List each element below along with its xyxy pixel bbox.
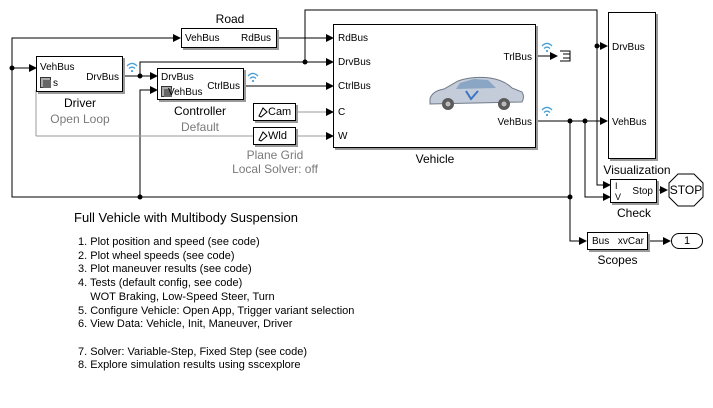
world-label: Wld xyxy=(268,130,287,142)
vehicle-in-rdbus: RdBus xyxy=(338,33,369,44)
note-line[interactable]: 3. Plot maneuver results (see code) xyxy=(78,263,252,276)
scopes-title: Scopes xyxy=(597,253,638,267)
visualization-in1: DrvBus xyxy=(612,42,645,53)
stop-block[interactable]: STOP xyxy=(668,173,704,207)
camera-label: Cam xyxy=(268,106,292,118)
wireless-signal-icon xyxy=(126,62,138,72)
vehicle-title: Vehicle xyxy=(415,152,455,166)
vehicle-in-ctrlbus: CtrlBus xyxy=(338,81,371,92)
controller-out-port: CtrlBus xyxy=(207,81,240,92)
note-line[interactable]: 5. Configure Vehicle: Open App, Trigger … xyxy=(78,304,355,317)
world-icon xyxy=(258,131,268,142)
wireless-signal-icon xyxy=(541,106,553,116)
driver-out-port: DrvBus xyxy=(86,72,119,83)
driver-in-port: VehBus xyxy=(40,62,75,73)
note-line[interactable]: 6. View Data: Vehicle, Init, Maneuver, D… xyxy=(78,318,293,331)
visualization-title: Visualization xyxy=(603,163,671,177)
controller-in2-port: VehBus xyxy=(168,87,203,98)
outport-label: 1 xyxy=(683,235,691,247)
driver-in2-port: s xyxy=(53,78,58,89)
camera-icon xyxy=(258,107,268,118)
note-line[interactable]: 4. Tests (default config, see code) xyxy=(78,277,243,290)
wireless-signal-icon xyxy=(541,42,553,52)
road-title: Road xyxy=(215,12,245,26)
vehicle-in-c: C xyxy=(338,107,346,118)
note-line[interactable]: 7. Solver: Variable-Step, Fixed Step (se… xyxy=(78,345,308,358)
stop-label: STOP xyxy=(670,183,702,197)
subsystem-icon xyxy=(161,86,172,97)
note-line[interactable]: 1. Plot position and speed (see code) xyxy=(78,236,260,248)
check-title: Check xyxy=(616,206,651,220)
notes-list: 1. Plot position and speed (see code) 2.… xyxy=(78,236,354,373)
vehicle-out-trlbus: TrlBus xyxy=(503,52,532,63)
road-out-port: RdBus xyxy=(240,33,271,44)
scopes-block[interactable]: Bus xvCar xyxy=(587,232,648,250)
world-subtitle-2: Local Solver: off xyxy=(232,162,318,176)
controller-title: Controller xyxy=(173,104,227,118)
road-block[interactable]: VehBus RdBus xyxy=(181,28,277,48)
note-line-spacer xyxy=(78,332,354,346)
controller-block[interactable]: DrvBus VehBus CtrlBus xyxy=(157,68,244,100)
terminator-icon[interactable] xyxy=(558,50,572,62)
subsystem-icon xyxy=(40,77,51,88)
scopes-out: xvCar xyxy=(617,236,644,247)
vehicle-block[interactable]: RdBus DrvBus CtrlBus C W TrlBus VehBus xyxy=(333,24,536,148)
wireless-signal-icon xyxy=(247,72,259,82)
outport-block[interactable]: 1 xyxy=(671,233,703,249)
check-block[interactable]: I V Stop xyxy=(610,179,657,203)
world-block[interactable]: Wld xyxy=(253,127,296,145)
check-out: Stop xyxy=(632,186,653,197)
notes-title: Full Vehicle with Multibody Suspension xyxy=(74,210,299,225)
note-line[interactable]: WOT Braking, Low-Speed Steer, Turn xyxy=(78,290,275,303)
vehicle-in-w: W xyxy=(338,131,348,142)
controller-in-port: DrvBus xyxy=(161,72,194,83)
road-in-port: VehBus xyxy=(185,33,220,44)
visualization-in2: VehBus xyxy=(612,117,647,128)
vehicle-in-drvbus: DrvBus xyxy=(338,57,371,68)
visualization-block[interactable]: DrvBus VehBus xyxy=(608,12,656,159)
driver-block[interactable]: VehBus s DrvBus xyxy=(36,56,123,92)
vehicle-out-vehbus: VehBus xyxy=(497,117,532,128)
controller-subtitle: Default xyxy=(180,120,220,134)
car-image-icon xyxy=(429,76,524,110)
world-subtitle-1: Plane Grid xyxy=(246,148,304,162)
scopes-in: Bus xyxy=(592,236,610,247)
note-line[interactable]: 2. Plot wheel speeds (see code) xyxy=(78,249,235,262)
driver-title: Driver xyxy=(64,96,96,110)
driver-subtitle: Open Loop xyxy=(50,112,110,126)
check-in2: V xyxy=(615,192,622,202)
check-in1: I xyxy=(615,181,618,191)
camera-block[interactable]: Cam xyxy=(253,103,296,121)
note-line[interactable]: 8. Explore simulation results using ssce… xyxy=(78,359,301,372)
